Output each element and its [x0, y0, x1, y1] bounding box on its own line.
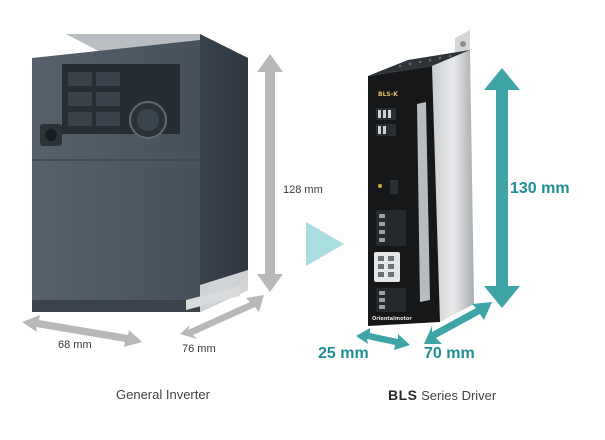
inverter-side-face	[200, 34, 248, 312]
driver-brand-text: Orientalmotor	[372, 316, 412, 322]
driver-height-arrow	[484, 68, 520, 308]
driver-caption-rest: Series Driver	[417, 388, 497, 403]
driver-caption: BLS Series Driver	[388, 387, 496, 403]
inverter-depth-label: 76 mm	[182, 343, 216, 355]
driver-width-label: 25 mm	[318, 345, 369, 362]
driver-caption-series: BLS	[388, 387, 418, 403]
driver-depth-label: 70 mm	[424, 345, 475, 362]
driver-heatsink	[432, 50, 474, 322]
inverter-width-arrow	[22, 315, 142, 347]
driver-width-arrow	[356, 328, 410, 350]
inverter-width-label: 68 mm	[58, 339, 92, 351]
general-inverter	[32, 34, 248, 312]
driver-connector	[374, 252, 400, 282]
inverter-height-label: 128 mm	[283, 184, 323, 196]
inverter-depth-arrow	[180, 295, 264, 339]
driver-height-label: 130 mm	[510, 180, 570, 197]
driver-depth-arrow	[424, 302, 492, 344]
inverter-height-arrow	[257, 54, 283, 292]
bls-series-driver: BLS-K Orientalmotor	[368, 30, 474, 326]
transition-arrow	[306, 222, 344, 266]
inverter-caption: General Inverter	[116, 387, 210, 402]
driver-model-text: BLS-K	[378, 91, 398, 98]
